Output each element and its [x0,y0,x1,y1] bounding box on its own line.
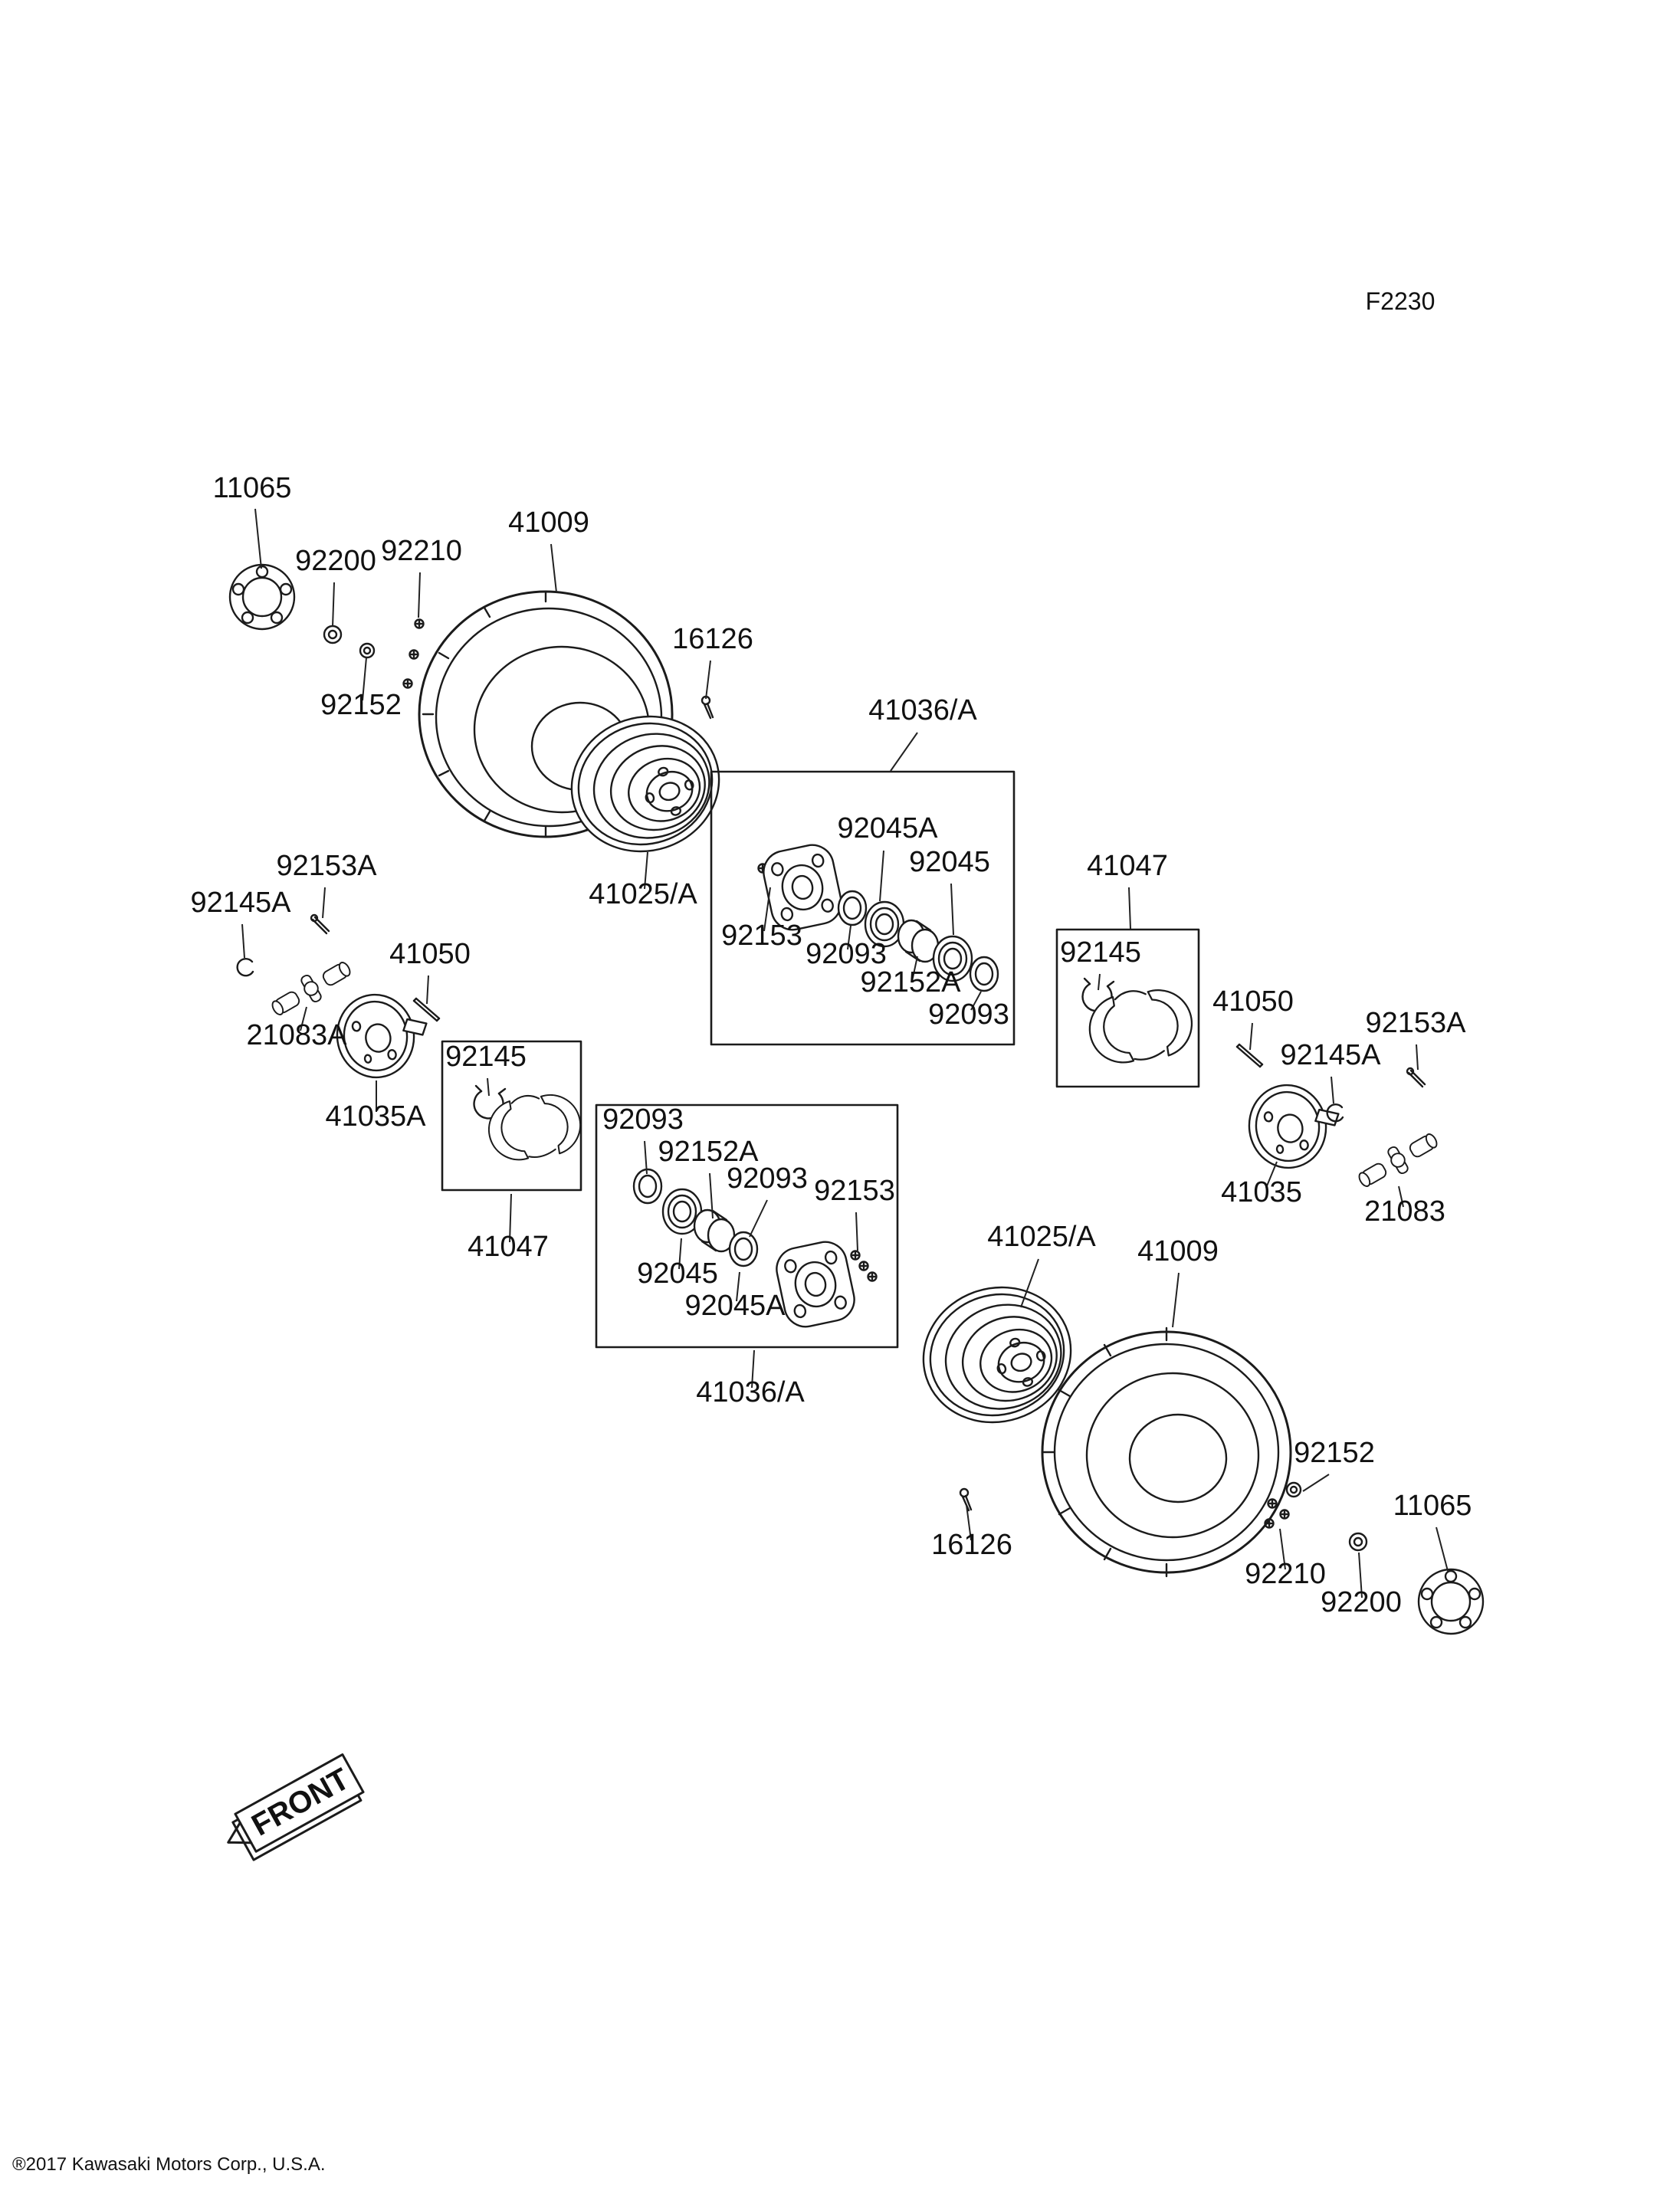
part-label: 41050 [1212,985,1294,1018]
hub-group-box-front-right [595,1103,899,1349]
leader-line [1279,1528,1286,1570]
leader-line [550,543,557,593]
leader-line [1265,1161,1278,1189]
part-label: 41035A [325,1100,426,1133]
leader-line [678,1238,682,1270]
tire-tread-ticks [422,590,547,838]
leader-line [300,1006,307,1031]
leader-line [418,572,421,618]
part-label: 11065 [213,472,292,504]
part-label: 41047 [1087,850,1168,882]
leader-line [705,660,711,700]
part-label: 92145 [445,1041,527,1073]
leader-line [1172,1272,1180,1328]
leader-line [890,732,918,772]
part-label: 21083A [246,1019,347,1051]
leader-line [1331,1076,1334,1104]
leader-line [950,883,954,936]
part-label: 92045 [637,1258,718,1290]
leader-line [362,657,367,701]
part-label: 92153A [276,850,377,882]
part-label: 92210 [1245,1558,1326,1590]
part-label: 41025/A [987,1221,1096,1253]
part-label: 92093 [806,938,887,970]
part-label: 92200 [1321,1586,1402,1618]
leader-line [644,1140,648,1175]
part-label: 92152A [860,966,961,998]
leader-line [1358,1552,1363,1599]
part-label: 92152 [320,689,402,721]
leader-line [1302,1474,1330,1492]
leader-line [751,1349,755,1389]
part-label: 92045A [684,1290,786,1322]
tire-tread-ticks [1041,1326,1168,1578]
leader-line [879,850,884,902]
part-label: 11065 [1393,1490,1472,1522]
leader-line [736,1271,740,1302]
part-label: 92093 [928,998,1009,1031]
leader-line [966,1504,972,1541]
leader-line [912,956,918,979]
part-label: 41025/A [589,878,697,910]
leader-line [322,887,326,919]
part-label: 41047 [468,1231,549,1263]
part-label: 92152 [1294,1437,1375,1469]
leader-line [1020,1258,1039,1308]
part-label: 92145A [190,887,291,919]
leader-line [855,1212,858,1251]
part-label: 92093 [602,1103,684,1136]
leader-line [763,887,771,932]
leader-line [254,508,262,569]
part-label: 92045 [909,846,990,878]
leader-line [970,991,982,1011]
part-label: 92153 [814,1175,895,1207]
part-label: 92210 [381,535,462,567]
part-label: 16126 [672,623,753,655]
part-label: 92145A [1280,1039,1381,1071]
brake-shoe-box-left [441,1040,589,1192]
part-label: 41036/A [696,1376,805,1408]
part-label: 92153A [1365,1007,1466,1039]
leader-line [487,1077,490,1097]
tire-front-right [1041,1326,1292,1578]
leader-line [1249,1022,1253,1051]
part-label: 92200 [295,545,376,577]
leader-line [509,1193,512,1243]
part-label: 41035 [1221,1176,1302,1208]
part-label: 92145 [1060,936,1141,969]
leader-line [1436,1526,1449,1572]
leader-line [749,1199,768,1238]
leader-line [644,851,648,890]
leader-line [1128,887,1131,930]
leader-line [1098,973,1101,991]
diagram-code: F2230 [1366,287,1436,315]
part-label: 92152A [658,1136,759,1168]
part-label: 92093 [727,1162,808,1195]
hub-group-box-front-left [710,770,1016,1046]
part-label: 16126 [931,1529,1012,1561]
leader-line [241,923,245,959]
front-arrow-icon [227,1822,253,1844]
leader-line [709,1172,714,1219]
leader-line [1416,1044,1419,1071]
copyright-text: ®2017 Kawasaki Motors Corp., U.S.A. [12,2154,326,2175]
part-label: 92045A [837,812,938,844]
part-label: 41036/A [868,694,977,726]
part-label: 41009 [1137,1235,1219,1267]
part-label: 41009 [508,507,589,539]
leader-line [847,925,851,950]
leader-line [426,975,429,1005]
part-label: 92153 [721,920,802,952]
brake-shoe-box-right [1055,928,1202,1088]
part-label: 21083 [1364,1195,1445,1228]
part-label: 41050 [389,938,471,970]
leader-line [1398,1185,1404,1208]
leader-line [332,582,335,628]
